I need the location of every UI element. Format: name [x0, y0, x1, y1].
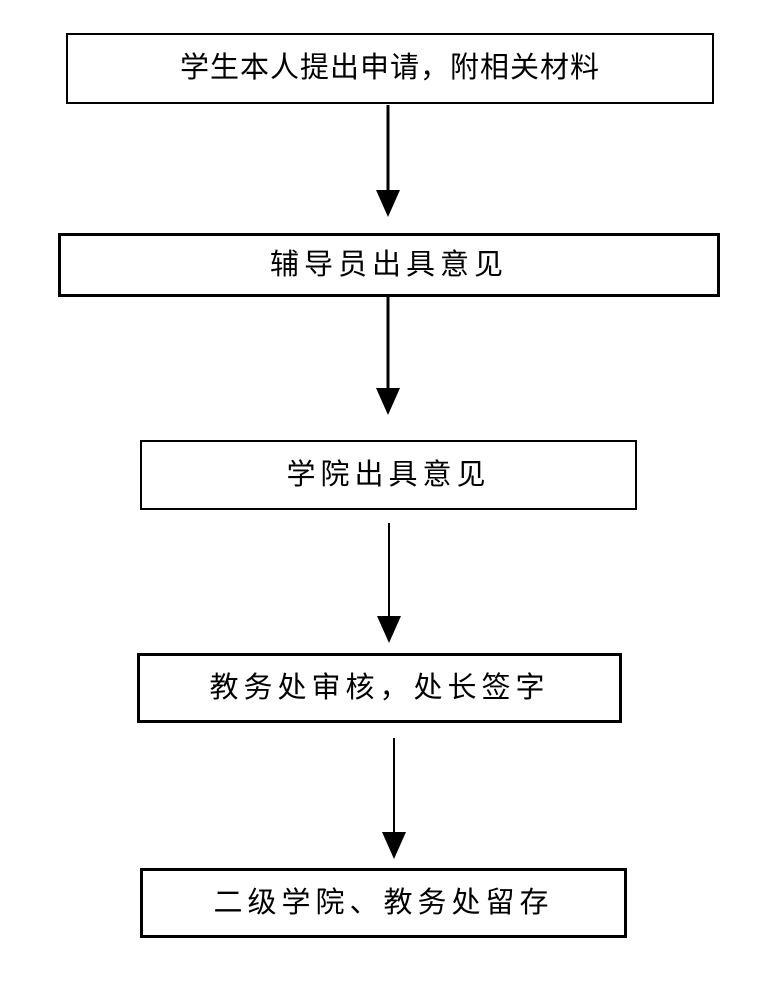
flow-node-label: 学院出具意见 [286, 458, 491, 491]
flow-node-label: 辅导员出具意见 [269, 248, 508, 281]
flow-node-label: 二级学院、教务处留存 [213, 886, 554, 919]
flow-arrow-down-3 [377, 523, 401, 643]
arrow-head-icon [376, 388, 400, 415]
arrow-head-icon [382, 832, 406, 859]
arrow-head-icon [376, 190, 400, 217]
arrow-shaft [386, 105, 390, 190]
flow-node-label: 学生本人提出申请，附相关材料 [179, 52, 600, 84]
arrow-shaft [386, 297, 390, 388]
flow-node-archive: 二级学院、教务处留存 [140, 868, 627, 938]
arrow-shaft [393, 738, 395, 832]
flow-arrow-down-2 [376, 297, 400, 415]
flow-node-academic-office-review: 教务处审核，处长签字 [137, 653, 622, 723]
flow-node-counselor-opinion: 辅导员出具意见 [58, 233, 720, 297]
flow-arrow-down-4 [382, 738, 406, 859]
flow-node-label: 教务处审核，处长签字 [209, 671, 550, 704]
flow-arrow-down-1 [376, 105, 400, 217]
arrow-head-icon [377, 616, 401, 643]
flow-node-student-application: 学生本人提出申请，附相关材料 [66, 33, 714, 104]
flow-node-college-opinion: 学院出具意见 [140, 440, 637, 510]
arrow-shaft [388, 523, 390, 616]
